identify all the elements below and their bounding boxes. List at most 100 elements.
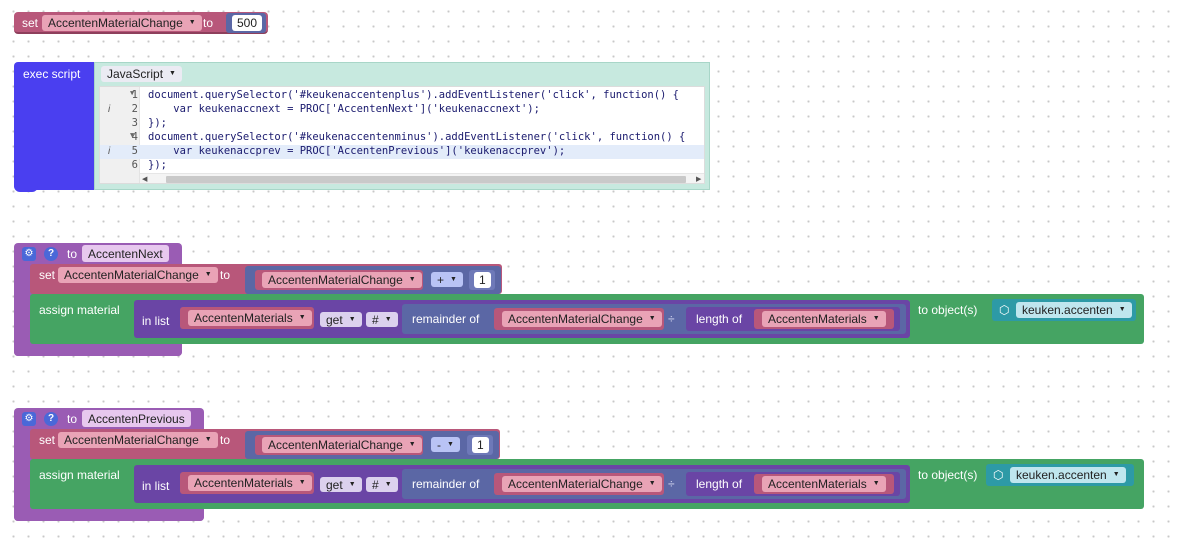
procedure-name: AccentenNext [88,246,163,261]
list-variable-block[interactable]: AccentenMaterials ▼ [180,307,314,329]
operator-dropdown[interactable]: - ▼ [431,437,460,452]
scroll-right-icon[interactable]: ▶ [696,176,702,183]
in-list-label: in list [142,479,170,493]
variable-dropdown[interactable]: AccentenMaterials ▼ [188,475,312,491]
set-block[interactable]: set AccentenMaterialChange ▼ to Accenten… [30,264,502,294]
fold-arrow-icon[interactable]: ▼ [130,89,135,97]
exec-script-block[interactable]: exec script [14,62,96,190]
variable-name: AccentenMaterials [194,311,293,325]
cube-icon: ⬡ [999,303,1010,317]
set-block[interactable]: set AccentenMaterialChange ▼ to Accenten… [30,429,500,459]
get-mode-dropdown[interactable]: get ▼ [320,477,362,492]
arithmetic-block[interactable]: AccentenMaterialChange ▼ + ▼ 1 [245,266,501,294]
remainder-block[interactable]: remainder of AccentenMaterialChange ▼ ÷ … [402,304,906,334]
to-keyword: to [203,16,214,30]
chevron-down-icon: ▼ [298,479,306,486]
length-of-block[interactable]: length of AccentenMaterials ▼ [686,472,900,496]
number-block[interactable]: 500 [226,13,266,33]
assign-material-block[interactable]: assign material in list AccentenMaterial… [30,459,1144,509]
list-get-block[interactable]: in list AccentenMaterials ▼ get ▼ # ▼ re… [134,300,910,338]
exec-script-bottom-lip [14,182,38,192]
variable-dropdown[interactable]: AccentenMaterialChange ▼ [502,476,662,492]
chevron-down-icon: ▼ [872,480,880,487]
chevron-down-icon: ▼ [298,314,306,321]
chevron-down-icon: ▼ [872,315,880,322]
object-dropdown[interactable]: keuken.accenten ▼ [1010,467,1126,483]
object-selector-block[interactable]: ⬡ keuken.accenten ▼ [986,464,1134,486]
list-variable-block[interactable]: AccentenMaterials ▼ [754,309,894,329]
procedure-name-field[interactable]: AccentenPrevious [82,410,191,427]
variable-name: AccentenMaterialChange [268,273,403,287]
language-dropdown[interactable]: JavaScript ▼ [101,66,182,82]
index-mode-dropdown[interactable]: # ▼ [366,477,398,492]
divide-symbol: ÷ [668,477,675,491]
to-objects-label: to object(s) [918,468,978,482]
variable-dropdown[interactable]: AccentenMaterialChange ▼ [502,311,662,327]
variable-dropdown[interactable]: AccentenMaterialChange ▼ [58,432,218,448]
list-variable-block[interactable]: AccentenMaterials ▼ [754,474,894,494]
help-icon[interactable]: ? [44,247,58,261]
chevron-down-icon: ▼ [188,19,196,26]
variable-dropdown[interactable]: AccentenMaterials ▼ [188,310,312,326]
arithmetic-block[interactable]: AccentenMaterialChange ▼ - ▼ 1 [245,431,499,459]
assign-material-block[interactable]: assign material in list AccentenMaterial… [30,294,1144,344]
fold-arrow-icon[interactable]: ▼ [130,131,135,139]
horizontal-scrollbar[interactable]: ◀ ▶ [140,173,704,183]
line-number: 6 [131,159,138,171]
procedure-name-field[interactable]: AccentenNext [82,245,169,262]
list-get-block[interactable]: in list AccentenMaterials ▼ get ▼ # ▼ re… [134,465,910,503]
number-value[interactable]: 500 [232,15,263,31]
variable-dropdown[interactable]: AccentenMaterials ▼ [762,476,886,492]
variable-getter-block[interactable]: AccentenMaterialChange ▼ [255,270,423,290]
chevron-down-icon: ▼ [348,480,356,488]
procedure-name: AccentenPrevious [88,411,185,426]
number-block[interactable]: 1 [467,435,493,455]
code-line: var keukenaccnext = PROC['AccentenNext']… [148,103,540,115]
variable-dropdown[interactable]: AccentenMaterialChange ▼ [262,272,422,288]
variable-dropdown[interactable]: AccentenMaterialChange ▼ [42,15,202,31]
variable-name: AccentenMaterialChange [508,312,643,326]
index-mode-dropdown[interactable]: # ▼ [366,312,398,327]
length-of-label: length of [696,312,743,326]
procedure-next-footer [14,344,182,356]
variable-getter-block[interactable]: AccentenMaterialChange ▼ [255,435,423,455]
operator-dropdown[interactable]: + ▼ [431,272,463,287]
variable-name: AccentenMaterials [768,312,867,326]
to-keyword: to [220,268,231,282]
gear-icon[interactable]: ⚙ [22,247,36,261]
top-set-block[interactable]: set AccentenMaterialChange ▼ to 500 [14,12,268,34]
object-name: keuken.accenten [1016,468,1107,482]
chevron-down-icon: ▼ [408,441,416,448]
line-number: 2 [131,103,138,115]
list-variable-block[interactable]: AccentenMaterials ▼ [180,472,314,494]
procedure-previous-footer [14,509,204,521]
number-value[interactable]: 1 [472,437,489,453]
in-list-label: in list [142,314,170,328]
remainder-block[interactable]: remainder of AccentenMaterialChange ▼ ÷ … [402,469,906,499]
number-value[interactable]: 1 [474,272,491,288]
object-selector-block[interactable]: ⬡ keuken.accenten ▼ [992,299,1136,321]
variable-dropdown[interactable]: AccentenMaterialChange ▼ [58,267,218,283]
gear-icon[interactable]: ⚙ [22,412,36,426]
chevron-down-icon: ▼ [204,271,212,278]
scrollbar-thumb[interactable] [166,176,686,183]
variable-dropdown[interactable]: AccentenMaterials ▼ [762,311,886,327]
to-objects-label: to object(s) [918,303,978,317]
assign-material-label: assign material [39,468,120,482]
get-mode-dropdown[interactable]: get ▼ [320,312,362,327]
set-keyword: set [39,433,56,447]
length-of-block[interactable]: length of AccentenMaterials ▼ [686,307,900,331]
object-dropdown[interactable]: keuken.accenten ▼ [1016,302,1132,318]
variable-getter-block[interactable]: AccentenMaterialChange ▼ [494,308,664,330]
variable-getter-block[interactable]: AccentenMaterialChange ▼ [494,473,664,495]
number-block[interactable]: 1 [469,270,495,290]
code-line: }); [148,117,167,129]
variable-dropdown[interactable]: AccentenMaterialChange ▼ [262,437,422,453]
chevron-down-icon: ▼ [1118,306,1126,313]
code-editor[interactable]: 1 ▼ 2 i 3 4 ▼ 5 i 6 document.querySelect… [99,86,705,184]
help-icon[interactable]: ? [44,412,58,426]
line-number: 3 [131,117,138,129]
remainder-label: remainder of [412,477,480,491]
chevron-down-icon: ▼ [408,276,416,283]
scroll-left-icon[interactable]: ◀ [142,176,148,183]
